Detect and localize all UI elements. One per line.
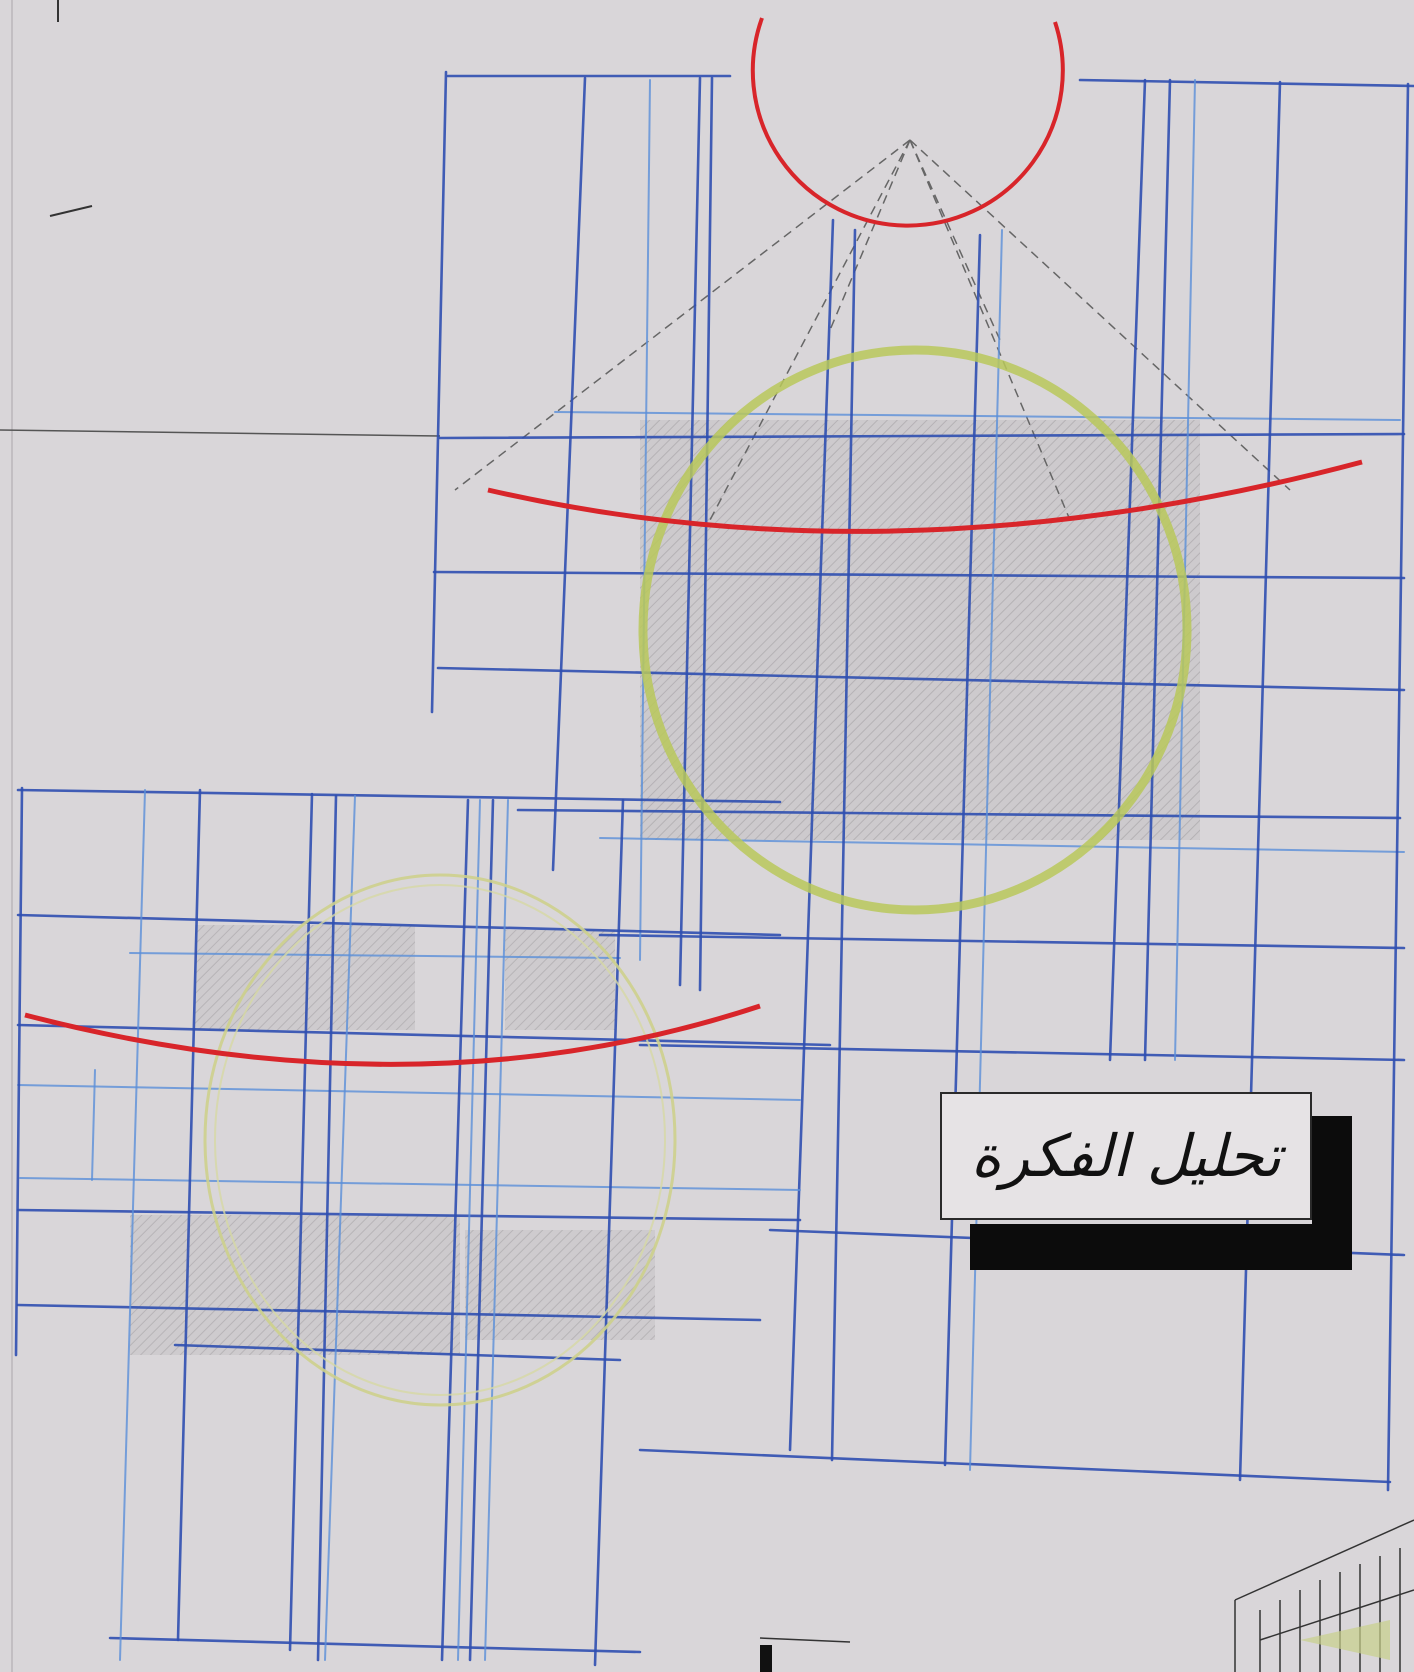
grid-line bbox=[555, 412, 1400, 420]
title-text: تحليل الفكرة bbox=[971, 1122, 1281, 1190]
grid-line bbox=[600, 838, 1404, 852]
grid-line bbox=[16, 788, 22, 1355]
grid-line bbox=[1080, 80, 1414, 86]
red-circle-arc bbox=[753, 18, 1063, 226]
pencil-guide-line bbox=[0, 430, 440, 436]
grid-line bbox=[110, 1638, 640, 1652]
grid-line bbox=[600, 935, 1404, 948]
grid-line bbox=[640, 1450, 1390, 1482]
grid-line bbox=[640, 1045, 1404, 1060]
grid-line bbox=[1388, 84, 1408, 1490]
grid-line bbox=[1240, 82, 1280, 1480]
shaded-area-upper bbox=[640, 420, 1200, 840]
grid-line bbox=[553, 78, 585, 870]
title-label-box: تحليل الفكرة bbox=[940, 1092, 1312, 1220]
building-fragment bbox=[760, 1520, 1414, 1672]
grid-line bbox=[432, 72, 446, 712]
pencil-tick bbox=[50, 206, 92, 216]
dark-corner-block bbox=[760, 1645, 772, 1672]
shaded-area-lower bbox=[130, 925, 655, 1355]
title-shadow bbox=[970, 1224, 1352, 1270]
grid-line bbox=[20, 1178, 800, 1190]
